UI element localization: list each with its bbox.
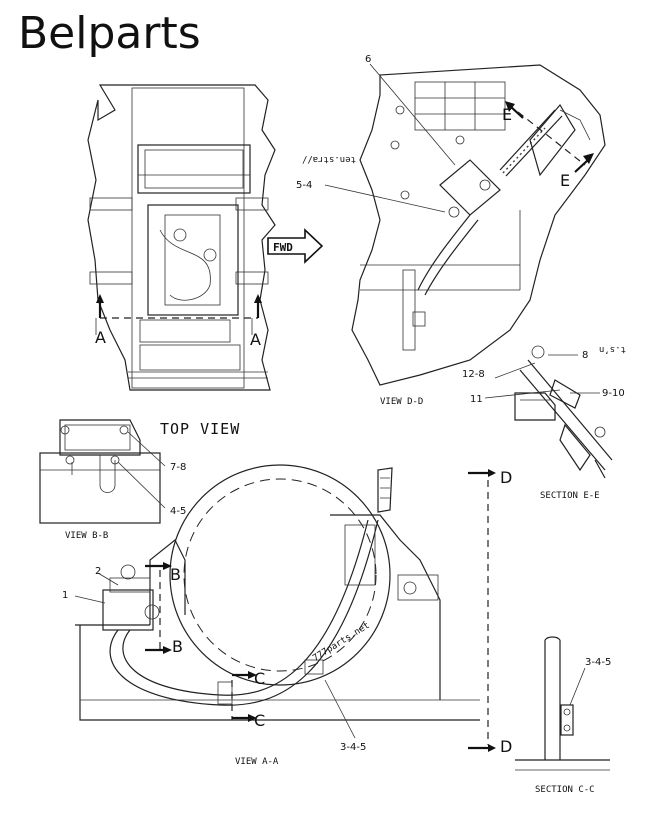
- brand-logo-text: Belparts: [18, 8, 201, 59]
- top-view-drawing: [87, 84, 276, 391]
- section-letter-a-right: A: [250, 330, 261, 349]
- caption-section-cc: SECTION C-C: [535, 785, 595, 795]
- section-letter-b-top: B: [170, 565, 181, 584]
- watermark-rotated-small: t.s’n: [599, 344, 626, 354]
- caption-top-view: TOP VIEW: [160, 420, 240, 438]
- callout-4-5: 4-5: [170, 506, 186, 517]
- watermark-777parts: 777parts.net: [311, 621, 371, 664]
- caption-view-dd: VIEW D-D: [380, 397, 423, 407]
- callout-7-8: 7-8: [170, 462, 186, 473]
- section-cc-drawing: [515, 636, 610, 771]
- fwd-label: FWD: [273, 241, 293, 254]
- callout-11: 11: [470, 394, 483, 405]
- view-aa-drawing: [74, 464, 496, 752]
- section-letter-e-bottom: E: [560, 171, 570, 190]
- callout-9-10: 9-10: [602, 388, 625, 399]
- section-letter-d-bottom: D: [500, 737, 512, 756]
- watermark-rotated: ten.stra∕∕: [302, 154, 356, 164]
- callout-5-4: 5-4: [296, 180, 312, 191]
- forward-arrow-icon: [267, 228, 324, 264]
- callout-3-4-5-a: 3-4-5: [340, 742, 366, 753]
- section-letter-c-bottom: C: [254, 711, 265, 730]
- section-letter-e-top: E: [502, 105, 512, 124]
- callout-1: 1: [62, 590, 68, 601]
- view-bb-drawing: [39, 419, 166, 524]
- section-letter-a-left: A: [95, 328, 106, 347]
- view-dd-drawing: [324, 63, 606, 386]
- callout-3-4-5-b: 3-4-5: [585, 657, 611, 668]
- section-letter-d-top: D: [500, 468, 512, 487]
- section-ee-drawing: [484, 345, 613, 479]
- section-letter-b-bottom: B: [172, 637, 183, 656]
- caption-section-ee: SECTION E-E: [540, 491, 600, 501]
- section-letter-c-top: C: [254, 669, 265, 688]
- callout-2: 2: [95, 566, 101, 577]
- caption-view-aa: VIEW A-A: [235, 757, 279, 767]
- callout-12-8: 12-8: [462, 369, 485, 380]
- callout-6: 6: [365, 54, 371, 65]
- caption-view-bb: VIEW B-B: [65, 531, 108, 541]
- callout-8: 8: [582, 350, 588, 361]
